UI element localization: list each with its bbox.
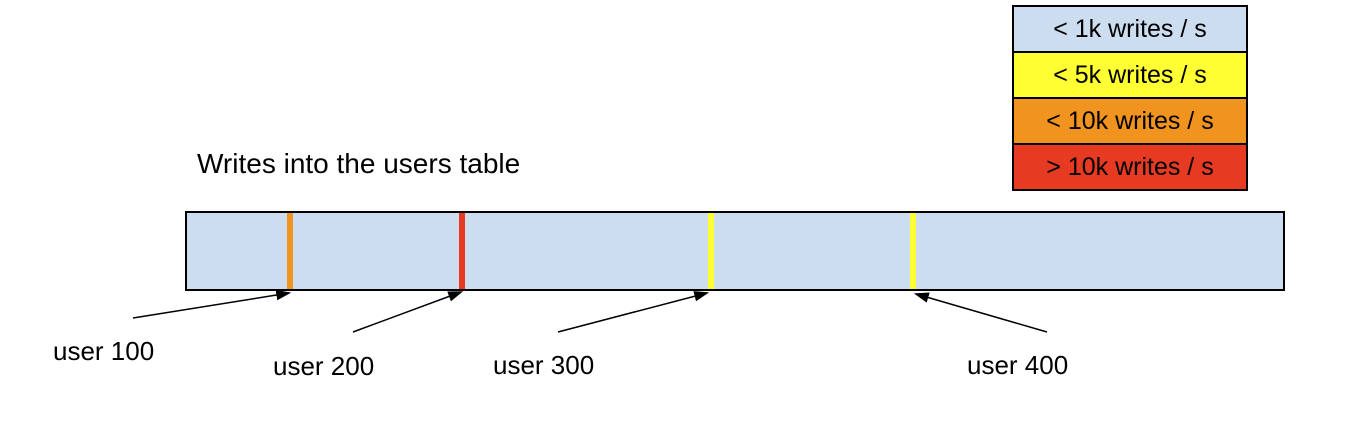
tick-user-100 — [287, 213, 293, 289]
label-user-200: user 200 — [273, 351, 375, 381]
tick-user-300 — [708, 213, 714, 289]
legend-item-gt-10k: > 10k writes / s — [1012, 143, 1248, 191]
arrow-user-200 — [352, 291, 464, 333]
legend-item-lt-1k: < 1k writes / s — [1012, 5, 1248, 53]
arrow-user-100 — [132, 289, 292, 319]
arrow-user-400 — [913, 292, 1048, 333]
label-user-400: user 400 — [967, 350, 1069, 380]
users-table-bar — [185, 211, 1285, 291]
diagram-title: Writes into the users table — [197, 148, 521, 179]
legend-item-lt-5k: < 5k writes / s — [1012, 51, 1248, 99]
legend-item-lt-10k: < 10k writes / s — [1012, 97, 1248, 145]
legend: < 1k writes / s < 5k writes / s < 10k wr… — [1012, 5, 1248, 191]
tick-user-400 — [910, 213, 916, 289]
label-user-100: user 100 — [53, 336, 155, 366]
label-user-300: user 300 — [493, 350, 595, 380]
tick-user-200 — [459, 213, 465, 289]
arrow-user-300 — [557, 291, 710, 333]
